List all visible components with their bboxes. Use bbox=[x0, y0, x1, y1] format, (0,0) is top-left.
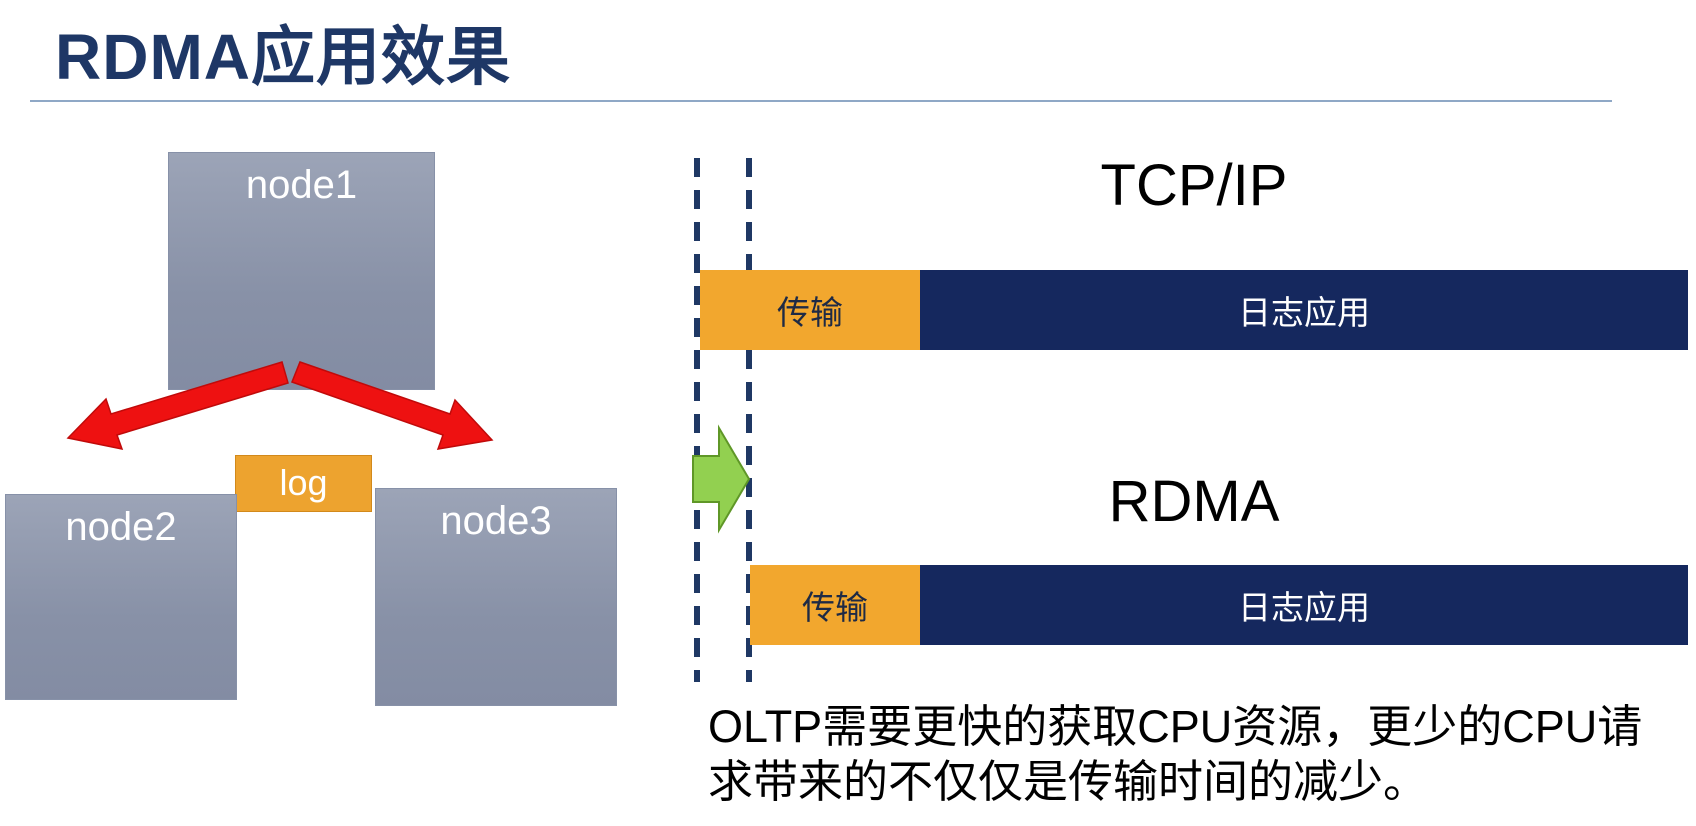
red-arrow-to-node2-icon bbox=[66, 361, 289, 451]
tcp-bar: 传输 日志应用 bbox=[700, 270, 1688, 350]
rdma-transfer-segment: 传输 bbox=[750, 565, 920, 645]
rdma-app-segment: 日志应用 bbox=[920, 565, 1688, 645]
dashed-line-tcp-start bbox=[694, 158, 700, 682]
tcp-app-segment: 日志应用 bbox=[920, 270, 1688, 350]
node3-box: node3 bbox=[375, 488, 617, 706]
caption-text: OLTP需要更快的获取CPU资源，更少的CPU请 求带来的不仅仅是传输时间的减少… bbox=[708, 701, 1643, 807]
rdma-bar: 传输 日志应用 bbox=[750, 565, 1688, 645]
node-cluster-diagram: node1 log node2 node3 bbox=[0, 0, 660, 826]
page-title: RDMA应用效果 bbox=[55, 21, 511, 93]
red-arrow-to-node3-icon bbox=[291, 361, 494, 450]
node2-box: node2 bbox=[5, 494, 237, 700]
rdma-transfer-label: 传输 bbox=[802, 589, 868, 626]
title-divider bbox=[30, 100, 1612, 102]
tcp-transfer-segment: 传输 bbox=[700, 270, 920, 350]
tcp-title: TCP/IP bbox=[1100, 153, 1288, 218]
rdma-app-label: 日志应用 bbox=[1238, 589, 1370, 626]
tcp-app-label: 日志应用 bbox=[1238, 294, 1370, 331]
log-label: log bbox=[279, 462, 328, 503]
green-arrow-icon bbox=[692, 424, 751, 534]
replication-arrows bbox=[66, 361, 494, 451]
node3-label: node3 bbox=[440, 499, 552, 543]
log-box: log bbox=[235, 455, 372, 512]
node2-label: node2 bbox=[65, 505, 177, 549]
node1-box: node1 bbox=[168, 152, 435, 390]
dashed-line-rdma-start bbox=[746, 158, 752, 682]
rdma-title: RDMA bbox=[1108, 469, 1280, 534]
tcp-transfer-label: 传输 bbox=[777, 294, 843, 331]
node1-label: node1 bbox=[245, 163, 358, 207]
